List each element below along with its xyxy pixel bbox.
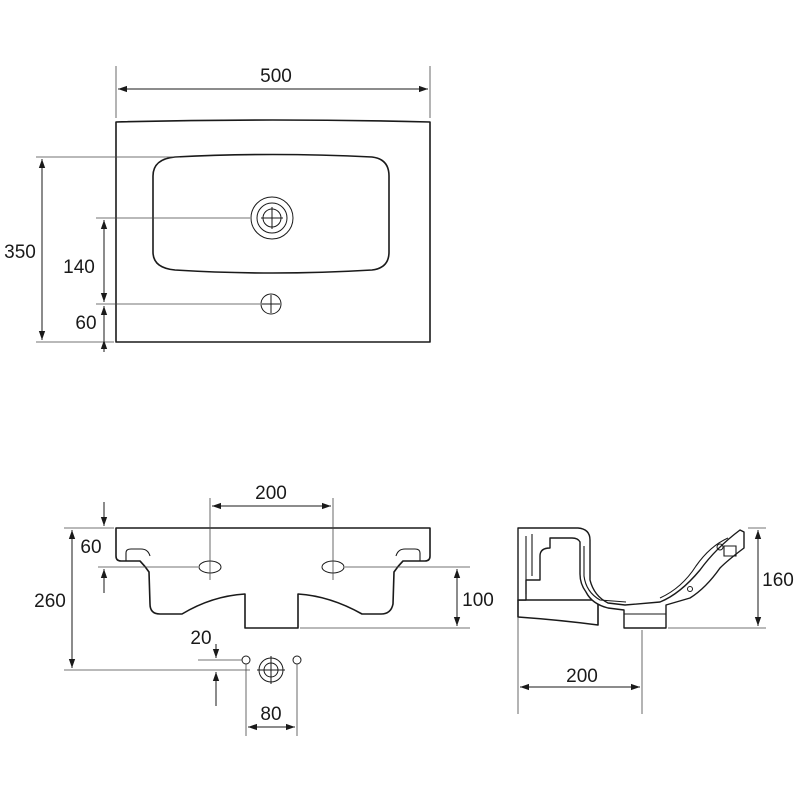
front-view: 200 60 260 100 20 <box>34 483 494 736</box>
drain-offset-dimension-label: 20 <box>190 628 211 649</box>
drain-spacing-dimension-label: 80 <box>260 704 281 725</box>
side-depth-dimension-label: 200 <box>566 666 598 687</box>
tap-hole-icon <box>260 293 282 315</box>
total-height-dimension-label: 260 <box>34 591 66 612</box>
bracket-height-dimension-label: 60 <box>80 537 101 558</box>
drain-fixing-icon <box>241 655 302 684</box>
depth-dimension-label: 350 <box>4 242 36 263</box>
drain-icon <box>250 196 294 240</box>
bowl-outline <box>152 153 390 274</box>
tap-to-drain-dimension-label: 140 <box>63 257 95 278</box>
width-dimension-label: 500 <box>260 66 292 87</box>
bracket-spacing-dimension-label: 200 <box>255 483 287 504</box>
body-height-dimension-label: 100 <box>462 590 494 611</box>
side-height-dimension-label: 160 <box>762 570 794 591</box>
side-section-view: 200 160 <box>517 527 794 714</box>
top-view: 500 350 140 60 <box>4 66 431 352</box>
tap-to-back-dimension-label: 60 <box>75 313 96 334</box>
basin-front-outline <box>115 527 431 629</box>
